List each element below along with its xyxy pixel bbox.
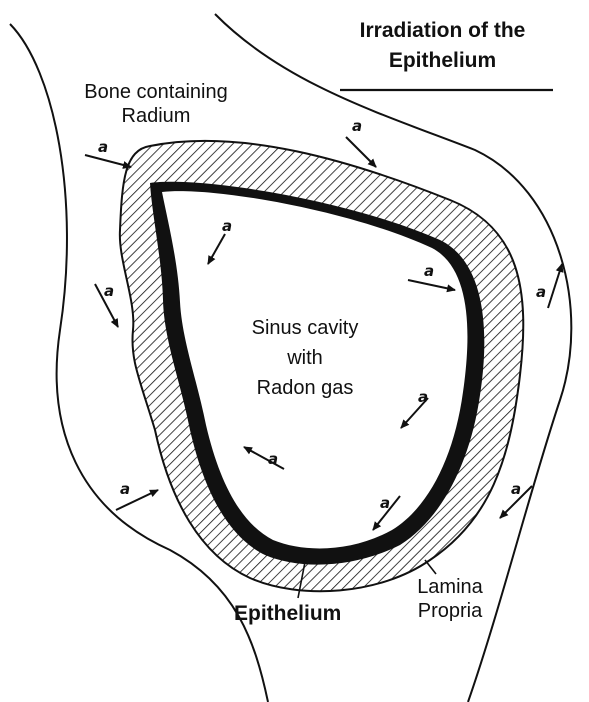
cavity-label: Sinus cavity with Radon gas xyxy=(225,318,385,398)
svg-text:a: a xyxy=(418,388,428,406)
lamina-leader xyxy=(425,560,436,574)
alpha-arrow: a xyxy=(346,117,376,167)
bone-label: Bone containing Radium xyxy=(56,82,256,126)
svg-text:a: a xyxy=(536,283,546,301)
svg-text:a: a xyxy=(104,282,114,300)
alpha-arrow: a xyxy=(500,480,532,518)
lamina-label-line-1: Lamina xyxy=(400,577,500,597)
diagram-title: Irradiation of the Epithelium xyxy=(330,20,555,71)
cavity-label-line-2: with xyxy=(225,348,385,368)
alpha-arrow: a xyxy=(116,480,158,510)
bone-label-line-2: Radium xyxy=(56,106,256,126)
svg-text:a: a xyxy=(424,262,434,280)
svg-text:a: a xyxy=(98,138,108,156)
cavity-label-line-3: Radon gas xyxy=(225,378,385,398)
bone-label-line-1: Bone containing xyxy=(56,82,256,102)
svg-text:a: a xyxy=(222,217,232,235)
lamina-label-line-2: Propria xyxy=(400,601,500,621)
svg-text:a: a xyxy=(380,494,390,512)
alpha-arrow: a xyxy=(85,138,131,167)
lamina-label: Lamina Propria xyxy=(400,577,500,621)
svg-text:a: a xyxy=(120,480,130,498)
svg-text:a: a xyxy=(268,450,278,468)
svg-text:a: a xyxy=(511,480,521,498)
title-line-1: Irradiation of the xyxy=(330,20,555,41)
epithelium-label: Epithelium xyxy=(234,603,341,624)
alpha-arrow: a xyxy=(536,264,562,308)
cavity-label-line-1: Sinus cavity xyxy=(225,318,385,338)
title-line-2: Epithelium xyxy=(330,50,555,71)
svg-text:a: a xyxy=(352,117,362,135)
alpha-arrow: a xyxy=(95,282,118,327)
